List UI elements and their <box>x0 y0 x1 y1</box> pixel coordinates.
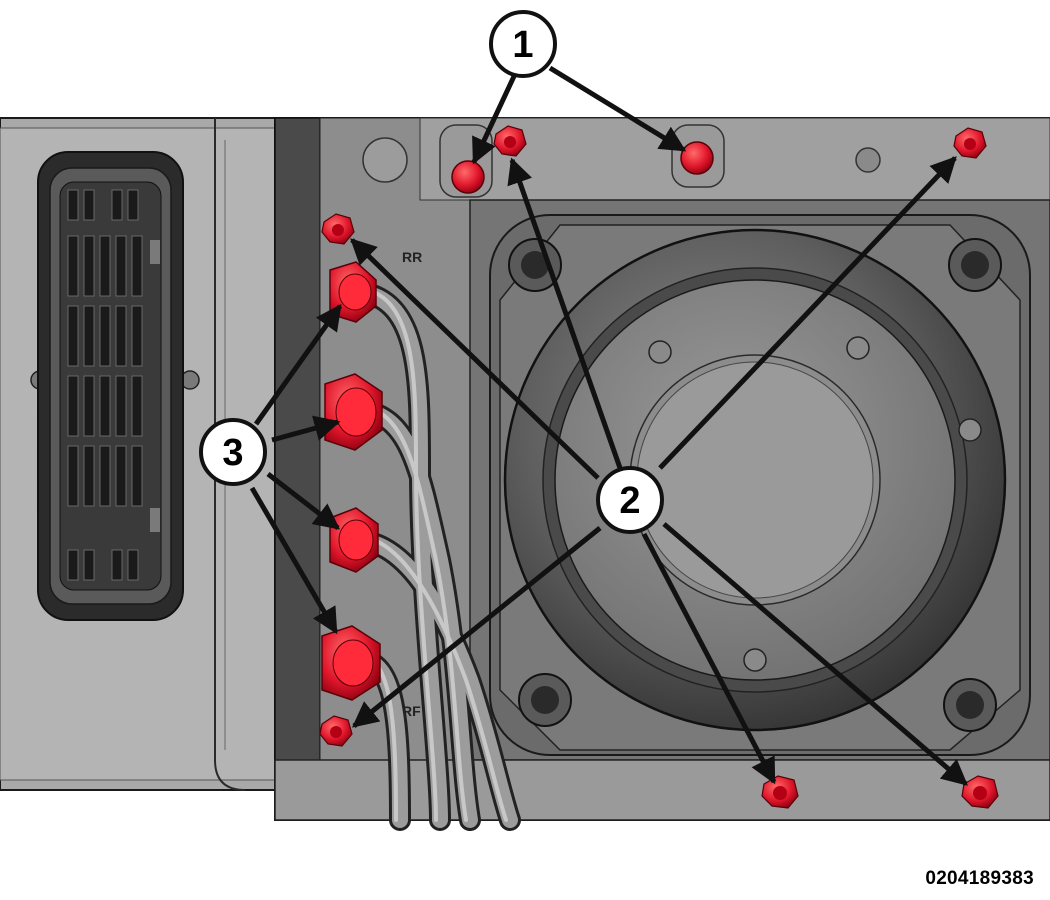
mounting-stud-2 <box>680 141 714 175</box>
arrow-3-to-nut-2 <box>271 415 341 443</box>
arrow-2-to-bolt-lower-left <box>351 526 602 728</box>
arrow-2-to-bolt-top-right <box>658 156 957 470</box>
arrow-2-to-bolt-bottom-right <box>662 522 968 786</box>
arrow-1-to-stud-left <box>471 70 519 165</box>
motor-corner-bosses <box>508 238 1002 732</box>
callout-2-label: 2 <box>619 480 640 522</box>
tube-nut-3 <box>329 507 379 573</box>
tube-nut-4 <box>321 625 381 701</box>
mounting-studs <box>451 141 714 194</box>
arrow-2-to-bolt-bottom-middle <box>641 532 777 785</box>
callout-3-label: 3 <box>222 432 243 474</box>
callout-arrows <box>249 65 968 786</box>
callout-1-label: 1 <box>512 24 533 66</box>
callout-3: 3 <box>199 418 267 486</box>
motor-face-screws <box>648 336 982 672</box>
callout-1: 1 <box>489 10 557 78</box>
arrow-1-to-stud-right <box>548 65 687 153</box>
tube-nuts <box>321 261 383 701</box>
arrow-2-to-bolt-top <box>507 157 623 469</box>
port-label-rf: RF <box>402 703 421 719</box>
port-label-rr: RR <box>402 249 422 265</box>
connector-pin-cavities <box>67 189 143 581</box>
electrical-connector <box>37 151 184 621</box>
bolt-bottom-right <box>961 775 999 809</box>
callout-2: 2 <box>596 466 664 534</box>
bolt-lower-left <box>319 715 353 747</box>
bolt-upper-left <box>321 213 355 245</box>
arrow-3-to-nut-4 <box>249 486 339 635</box>
bolt-top <box>493 125 527 157</box>
arrow-3-to-nut-3 <box>266 472 341 530</box>
pump-motor <box>489 214 1031 756</box>
arrow-2-to-bolt-upper-left <box>350 238 600 480</box>
mounting-stud-1 <box>451 160 485 194</box>
figure-caption: 0204189383 <box>925 868 1034 889</box>
bolt-top-right <box>953 127 987 159</box>
arrow-3-to-nut-1 <box>253 303 343 426</box>
